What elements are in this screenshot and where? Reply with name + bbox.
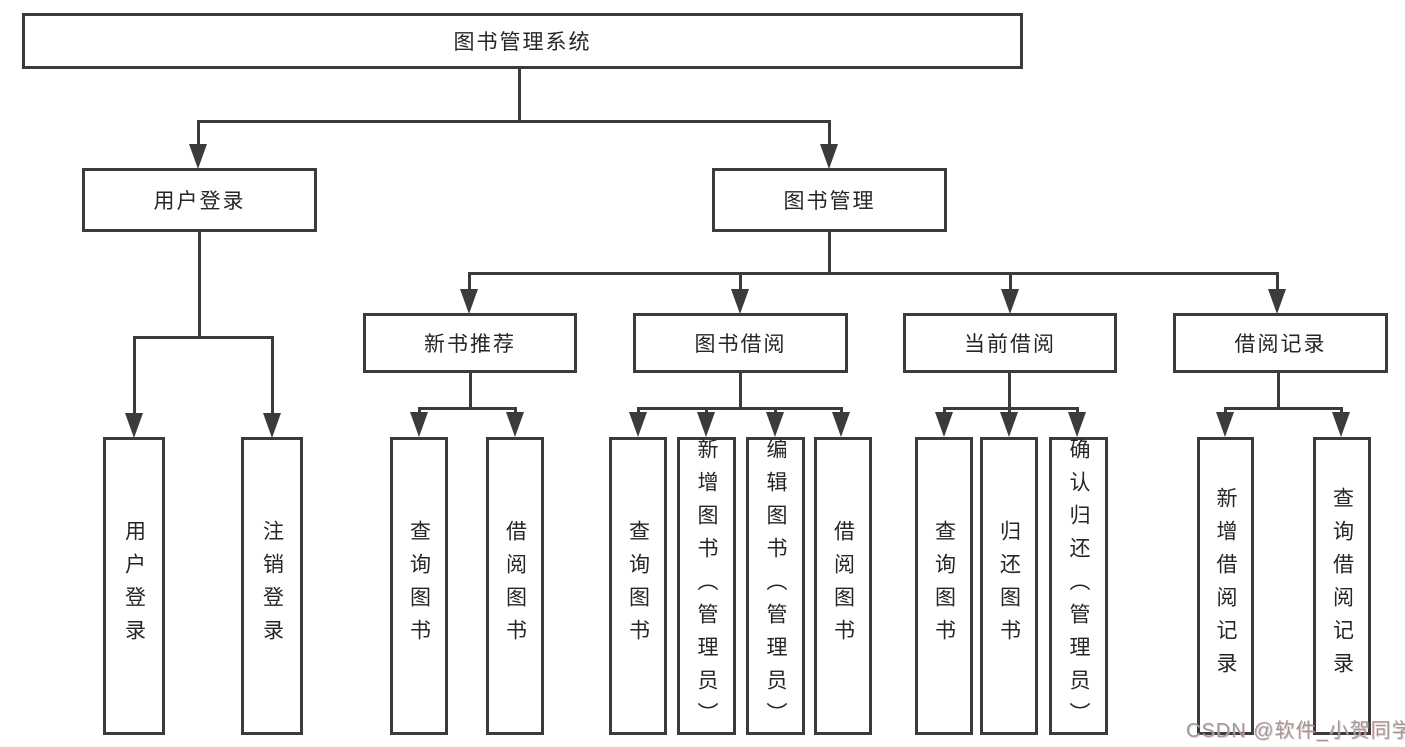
- connector-bookborrow-stem: [739, 373, 742, 407]
- connector-records-hbar: [1224, 407, 1343, 410]
- connector-bookmgmt-stem: [828, 232, 831, 272]
- node-book-management: 图书管理: [712, 168, 947, 232]
- connector-drop-nb-borrow: [514, 407, 517, 415]
- root-label: 图书管理系统: [453, 31, 592, 54]
- arrow-to-nb-borrow: [506, 412, 524, 437]
- leaf-cb-query-books-label: 查询图书: [932, 520, 956, 652]
- connector-drop-nb-query: [418, 407, 421, 415]
- leaf-cb-return-books-label: 归还图书: [997, 520, 1021, 652]
- leaf-nb-query-books: 查询图书: [390, 437, 448, 735]
- connector-bookmgmt-hbar: [468, 272, 1279, 275]
- connector-currentborrow-stem: [1008, 373, 1011, 407]
- arrow-to-book-mgmt: [820, 144, 838, 169]
- node-book-management-label: 图书管理: [783, 190, 876, 213]
- connector-userlogin-hbar: [133, 336, 273, 339]
- root-node-library-system: 图书管理系统: [22, 13, 1023, 69]
- connector-drop-bb-query: [637, 407, 640, 415]
- arrow-to-borrow-records: [1268, 289, 1286, 314]
- connector-drop-rec-query: [1340, 407, 1343, 415]
- connector-userlogin-stem: [198, 232, 201, 336]
- leaf-user-login-label: 用户登录: [122, 520, 146, 652]
- leaf-cb-confirm-return-admin-label: 确认归还（管理员）: [1067, 437, 1090, 735]
- leaf-add-borrow-record-label: 新增借阅记录: [1214, 487, 1237, 685]
- connector-drop-user-login: [197, 120, 200, 146]
- leaf-bb-borrow-books-label: 借阅图书: [831, 520, 855, 652]
- arrow-to-bb-edit: [766, 412, 784, 437]
- arrow-to-bb-borrow: [832, 412, 850, 437]
- leaf-user-login: 用户登录: [103, 437, 165, 735]
- arrow-to-cb-return: [1000, 412, 1018, 437]
- connector-drop-book-mgmt: [828, 120, 831, 146]
- arrow-to-user-login: [189, 144, 207, 169]
- node-book-borrow: 图书借阅: [633, 313, 848, 373]
- leaf-cb-query-books: 查询图书: [915, 437, 973, 735]
- arrow-to-nb-query: [410, 412, 428, 437]
- leaf-bb-query-books-label: 查询图书: [626, 520, 650, 652]
- leaf-nb-borrow-books: 借阅图书: [486, 437, 544, 735]
- node-borrow-records-label: 借阅记录: [1234, 333, 1327, 356]
- connector-currentborrow-hbar: [943, 407, 1079, 410]
- node-current-borrow: 当前借阅: [903, 313, 1117, 373]
- leaf-logout: 注销登录: [241, 437, 303, 735]
- node-user-login: 用户登录: [82, 168, 317, 232]
- leaf-query-borrow-record-label: 查询借阅记录: [1330, 487, 1354, 685]
- arrow-to-rec-add: [1216, 412, 1234, 437]
- connector-drop-book-borrow: [739, 272, 742, 291]
- leaf-add-borrow-record: 新增借阅记录: [1197, 437, 1254, 735]
- node-new-book-recommend: 新书推荐: [363, 313, 577, 373]
- arrow-to-cb-confirm: [1068, 412, 1086, 437]
- connector-newbook-stem: [469, 373, 472, 407]
- leaf-nb-borrow-books-label: 借阅图书: [503, 520, 527, 652]
- arrow-to-current-borrow: [1001, 289, 1019, 314]
- connector-bookborrow-hbar: [637, 407, 843, 410]
- arrow-to-cb-query: [935, 412, 953, 437]
- connector-drop-new-book: [468, 272, 471, 291]
- leaf-bb-add-books-admin: 新增图书（管理员）: [677, 437, 736, 735]
- connector-drop-bb-borrow: [840, 407, 843, 415]
- connector-newbook-hbar: [418, 407, 517, 410]
- node-book-borrow-label: 图书借阅: [694, 333, 787, 356]
- arrow-to-rec-query: [1332, 412, 1350, 437]
- connector-drop-bb-add: [705, 407, 708, 415]
- node-current-borrow-label: 当前借阅: [964, 333, 1056, 356]
- leaf-bb-add-books-admin-label: 新增图书（管理员）: [695, 437, 718, 735]
- connector-drop-current-borrow: [1009, 272, 1012, 291]
- connector-drop-rec-add: [1224, 407, 1227, 415]
- connector-drop-bb-edit: [774, 407, 777, 415]
- csdn-watermark: CSDN @软件_小贺同学: [1186, 720, 1405, 742]
- arrow-to-leaf-logout: [263, 413, 281, 438]
- arrow-to-new-book: [460, 289, 478, 314]
- node-user-login-label: 用户登录: [153, 190, 246, 213]
- connector-root-hbar: [197, 120, 831, 123]
- leaf-bb-query-books: 查询图书: [609, 437, 667, 735]
- arrow-to-bb-add: [697, 412, 715, 437]
- connector-drop-cb-confirm: [1076, 407, 1079, 415]
- connector-drop-cb-query: [943, 407, 946, 415]
- connector-drop-leaf-user-login: [133, 336, 136, 415]
- leaf-bb-edit-books-admin-label: 编辑图书（管理员）: [764, 437, 787, 735]
- leaf-logout-label: 注销登录: [260, 520, 284, 652]
- connector-drop-cb-return: [1008, 407, 1011, 415]
- arrow-to-leaf-user-login: [125, 413, 143, 438]
- leaf-bb-edit-books-admin: 编辑图书（管理员）: [746, 437, 805, 735]
- connector-drop-borrow-records: [1276, 272, 1279, 291]
- leaf-cb-confirm-return-admin: 确认归还（管理员）: [1049, 437, 1108, 735]
- leaf-query-borrow-record: 查询借阅记录: [1313, 437, 1371, 735]
- arrow-to-bb-query: [629, 412, 647, 437]
- leaf-nb-query-books-label: 查询图书: [407, 520, 431, 652]
- leaf-cb-return-books: 归还图书: [980, 437, 1038, 735]
- node-new-book-recommend-label: 新书推荐: [424, 333, 516, 356]
- node-borrow-records: 借阅记录: [1173, 313, 1388, 373]
- connector-records-stem: [1277, 373, 1280, 407]
- connector-root-stem: [518, 69, 521, 120]
- arrow-to-book-borrow: [731, 289, 749, 314]
- connector-drop-leaf-logout: [271, 336, 274, 415]
- leaf-bb-borrow-books: 借阅图书: [814, 437, 872, 735]
